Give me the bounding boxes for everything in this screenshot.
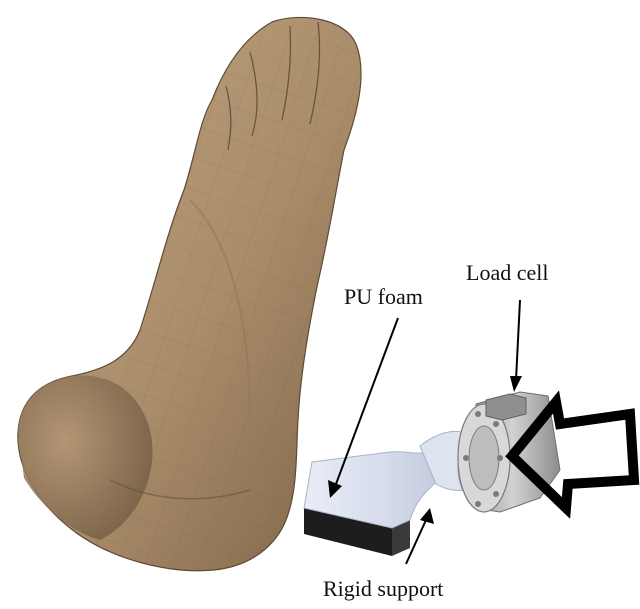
load-cell-pointer-arrowhead <box>510 376 522 392</box>
load-cell-label: Load cell <box>466 262 548 284</box>
rigid-support-pointer-arrowhead <box>420 508 434 524</box>
pu-foam-label: PU foam <box>344 286 423 308</box>
rigid-support-label: Rigid support <box>323 578 443 600</box>
pu-foam-part <box>304 431 482 528</box>
